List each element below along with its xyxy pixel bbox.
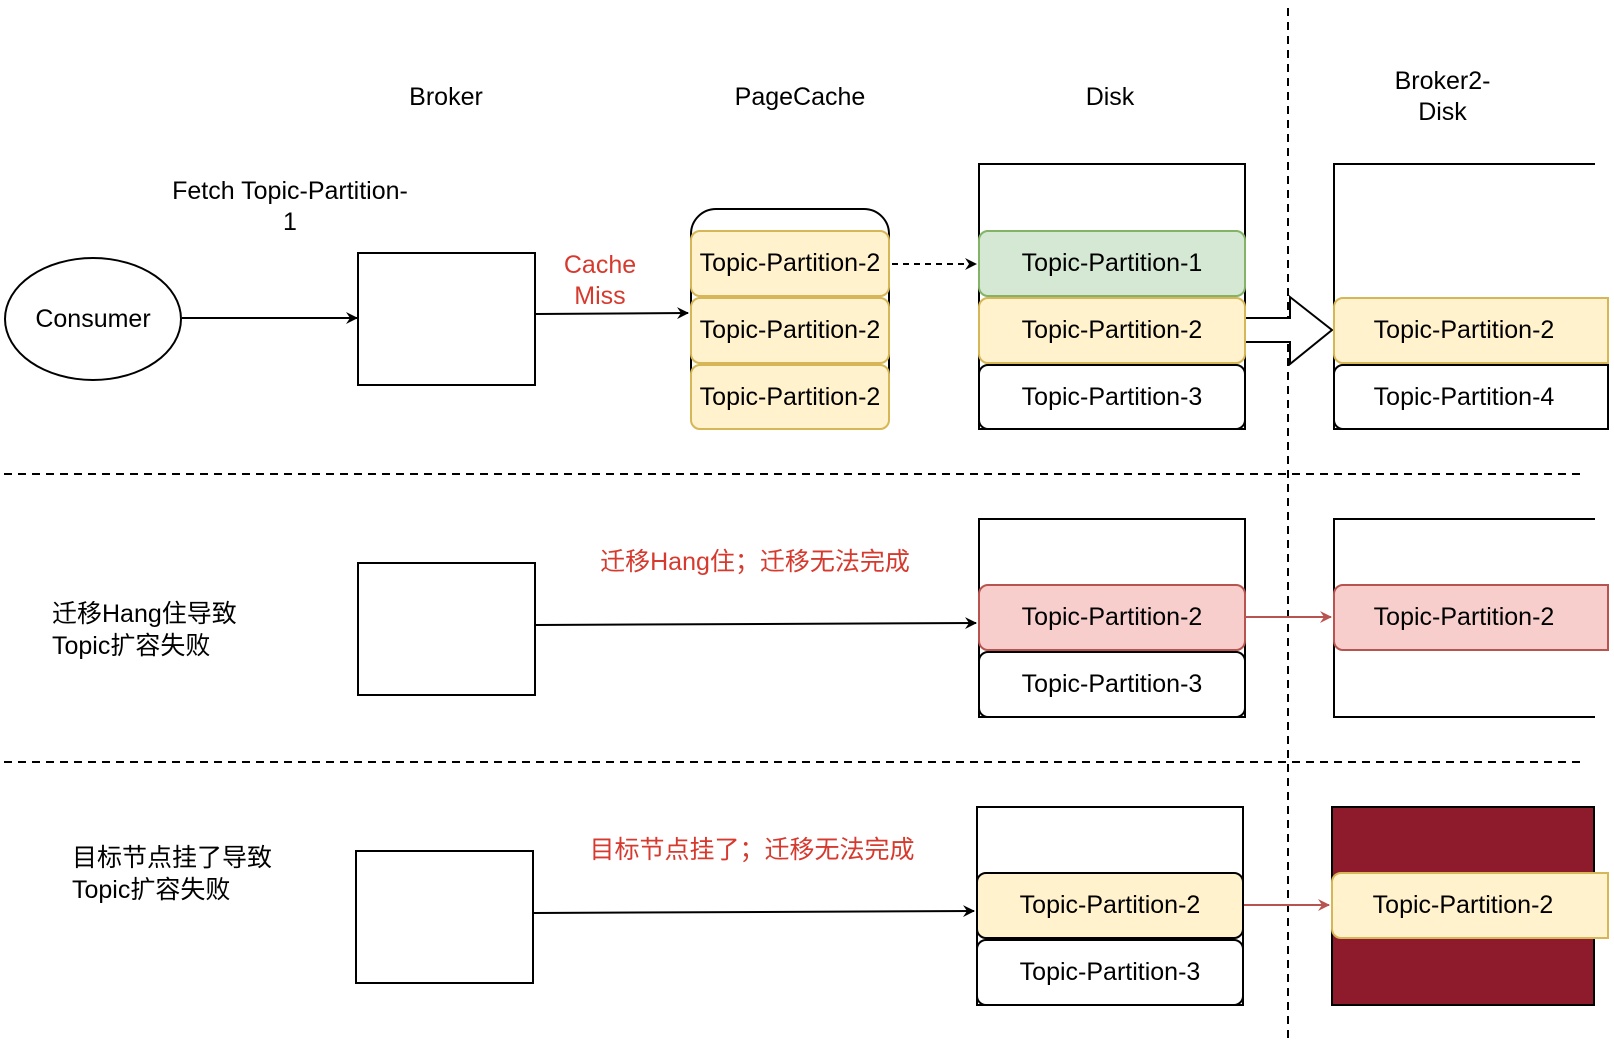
cache-miss-label: Cache Miss — [563, 251, 637, 310]
pagecache-item-1: Topic-Partition-2 — [690, 230, 890, 297]
broker-box-row1 — [357, 252, 536, 386]
header-disk: Disk — [1085, 83, 1135, 111]
broker2-item-1-row1: Topic-Partition-2 — [1333, 297, 1609, 364]
consumer-node: Consumer — [4, 257, 182, 381]
disk-item-1-row2: Topic-Partition-2 — [978, 584, 1246, 651]
fetch-label: Fetch Topic-Partition- 1 — [172, 177, 408, 236]
row3-left-label: 目标节点挂了导致 Topic扩容失败 — [72, 844, 273, 904]
header-broker2-disk: Broker2- Disk — [1394, 67, 1491, 126]
broker-box-row3 — [355, 850, 534, 984]
row2-red-label: 迁移Hang住；迁移无法完成 — [600, 548, 910, 576]
hollow-migration-arrow — [1243, 294, 1334, 367]
broker2-item-1-row3: Topic-Partition-2 — [1331, 872, 1609, 939]
broker2-item-2-row1: Topic-Partition-4 — [1333, 364, 1609, 430]
disk-item-3: Topic-Partition-3 — [978, 364, 1246, 430]
row2-left-label: 迁移Hang住导致 Topic扩容失败 — [52, 600, 237, 660]
pagecache-item-3: Topic-Partition-2 — [690, 364, 890, 430]
disk-item-1-row3: Topic-Partition-2 — [976, 872, 1244, 939]
broker-box-row2 — [357, 562, 536, 696]
pagecache-item-2: Topic-Partition-2 — [690, 297, 890, 364]
arrow-broker-to-pagecache — [535, 307, 689, 320]
disk-item-1: Topic-Partition-1 — [978, 230, 1246, 297]
consumer-label: Consumer — [35, 304, 151, 333]
arrow-broker-to-disk-row2 — [535, 617, 977, 630]
arrow-broker-to-disk-row3 — [533, 905, 975, 918]
header-pagecache: PageCache — [734, 83, 866, 111]
disk-item-2: Topic-Partition-2 — [978, 297, 1246, 364]
broker2-item-1-row2: Topic-Partition-2 — [1333, 584, 1609, 651]
row3-red-label: 目标节点挂了；迁移无法完成 — [589, 836, 915, 864]
disk-item-2-row2: Topic-Partition-3 — [978, 651, 1246, 718]
disk-item-2-row3: Topic-Partition-3 — [976, 939, 1244, 1006]
header-broker: Broker — [409, 83, 483, 111]
